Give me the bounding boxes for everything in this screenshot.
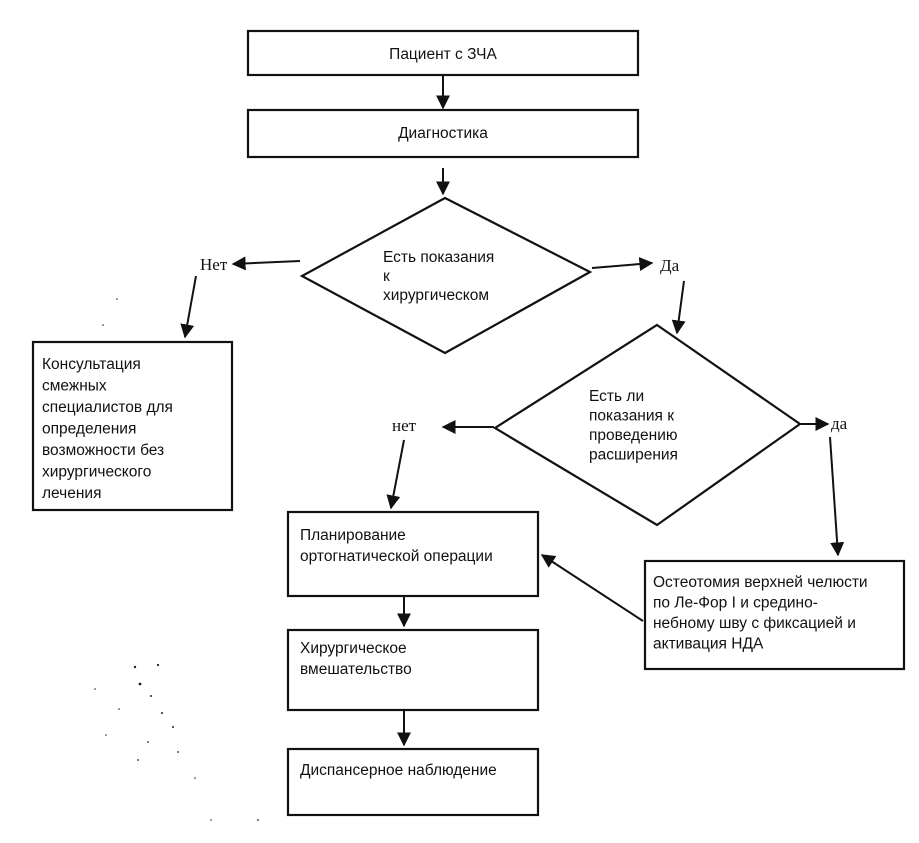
node-surgery: Хирургическое вмешательство [286,628,540,712]
node-patient-text: Пациент с ЗЧА [389,46,497,63]
decision-surgery-text: Есть показания к хирургическом [383,249,499,304]
label-no-2: нет [392,416,417,435]
arrow-decision1-to-no [231,256,301,271]
label-no-1: Нет [200,255,228,274]
node-osteotomy-text: Остеотомия верхней челюсти по Ле-Фор I и… [653,574,872,653]
node-surgery-text: Хирургическое вмешательство [300,640,412,678]
arrow-yes2-to-osteotomy [829,436,845,557]
node-patient: Пациент с ЗЧА [246,29,640,77]
arrow-yes-to-decision2 [671,280,686,335]
arrow-osteotomy-to-planning [540,554,644,622]
node-consultation-text: Консультация смежных специалистов для оп… [42,356,177,502]
node-planning: Планирование ортогнатической операции [286,510,540,598]
node-planning-text: Планирование ортогнатической операции [300,527,493,565]
node-diagnostics: Диагностика [246,108,640,159]
node-consultation: Консультация смежных специалистов для оп… [31,340,234,512]
arrow-decision1-to-yes [591,257,654,272]
arrow-no-to-consultation [180,275,197,339]
label-yes-2: да [831,414,848,433]
node-diagnostics-text: Диагностика [398,125,488,142]
scan-noise [94,298,259,821]
node-osteotomy: Остеотомия верхней челюсти по Ле-Фор I и… [643,559,906,671]
arrow-no2-to-planning [386,439,405,510]
node-followup-text: Диспансерное наблюдение [300,762,497,779]
decision-surgery: Есть показания к хирургическом [299,196,593,355]
label-yes-1: Да [660,256,680,275]
node-followup: Диспансерное наблюдение [286,747,540,817]
decision-expansion-text: Есть ли показания к проведению расширени… [589,388,682,464]
decision-expansion: Есть ли показания к проведению расширени… [492,323,802,527]
